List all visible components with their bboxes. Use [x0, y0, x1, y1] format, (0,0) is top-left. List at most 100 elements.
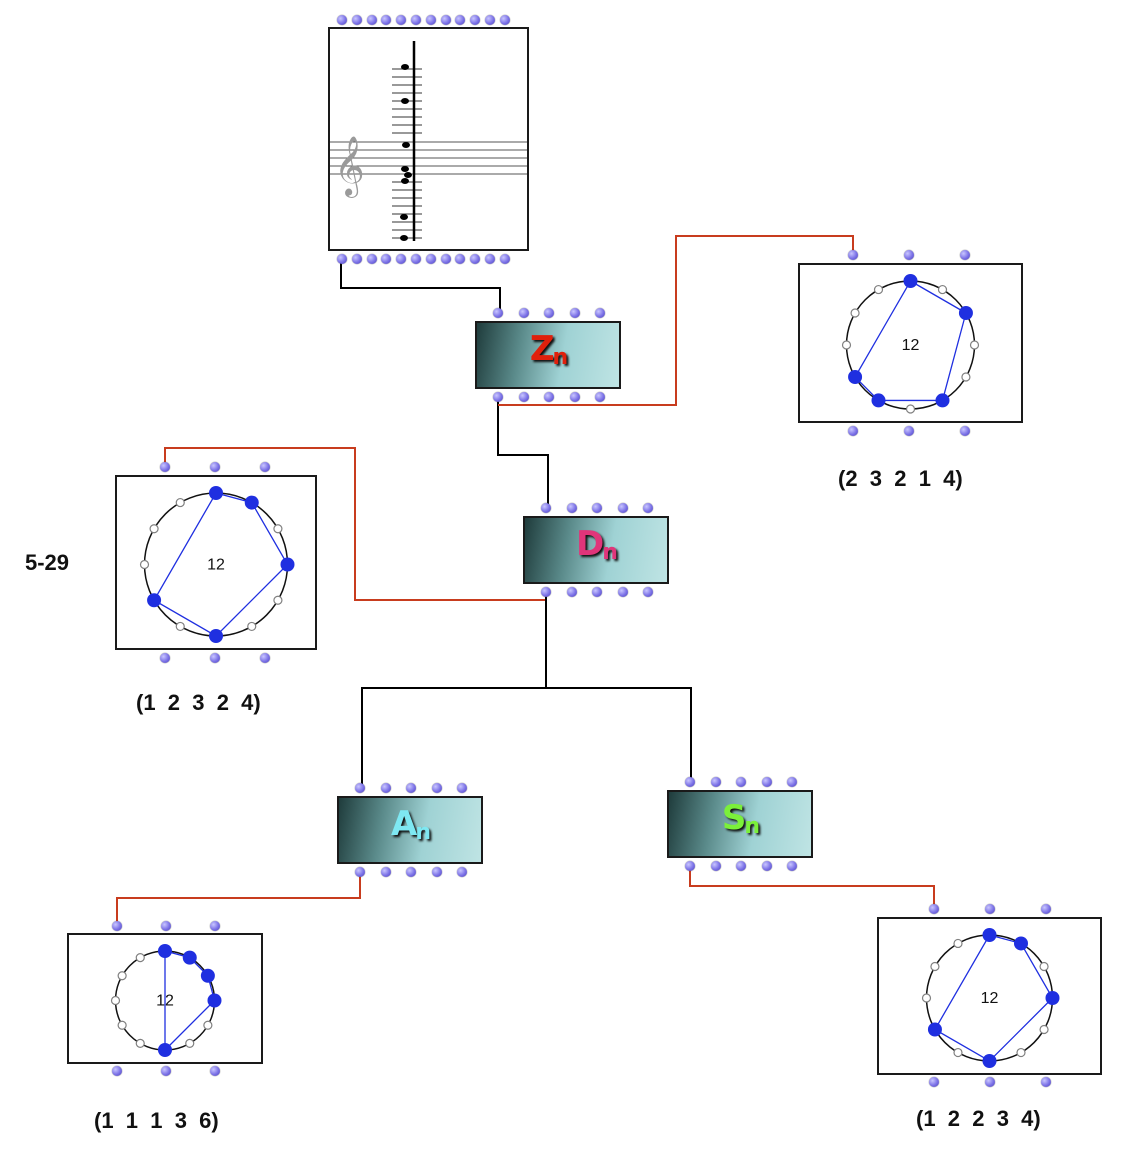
sn-inlet[interactable]	[736, 777, 746, 787]
score-inlet[interactable]	[366, 15, 377, 25]
clock-zn-inlet[interactable]	[848, 250, 858, 260]
clock-zn-outlet[interactable]	[848, 426, 858, 436]
clock-box-zn[interactable]: 12	[798, 263, 1023, 423]
an-outlet[interactable]	[355, 867, 365, 877]
sn-outlet[interactable]	[736, 861, 746, 871]
score-outlet[interactable]	[366, 254, 377, 264]
score-inlet[interactable]	[455, 15, 466, 25]
wire-score-to-zn[interactable]	[340, 262, 501, 314]
an-inlet[interactable]	[380, 783, 391, 793]
dn-outlet[interactable]	[566, 587, 577, 597]
sn-inlet[interactable]	[710, 777, 721, 787]
zn-outlet[interactable]	[569, 392, 580, 402]
score-outlet[interactable]	[440, 254, 451, 264]
zn-inlet[interactable]	[493, 308, 503, 318]
an-outlet[interactable]	[431, 867, 442, 877]
clock-zn-outlet[interactable]	[904, 426, 914, 436]
score-inlet[interactable]	[485, 15, 495, 25]
clock-dn-inlet[interactable]	[160, 462, 170, 472]
clock-zn-inlet[interactable]	[904, 250, 914, 260]
wire-dn-to-an[interactable]	[361, 596, 547, 786]
dn-inlet[interactable]	[566, 503, 577, 513]
clock-zn-inlet[interactable]	[960, 250, 970, 260]
clock-dn-outlet[interactable]	[160, 653, 170, 663]
clock-dn-inlet[interactable]	[260, 462, 270, 472]
an-inlet[interactable]	[431, 783, 442, 793]
zn-outlet[interactable]	[493, 392, 503, 402]
zn-outlet[interactable]	[544, 392, 554, 402]
score-inlet[interactable]	[396, 15, 407, 25]
zn-inlet[interactable]	[595, 308, 605, 318]
clock-box-an[interactable]: 12	[67, 933, 263, 1064]
clock-dn-outlet[interactable]	[260, 653, 270, 663]
clock-sn-inlet[interactable]	[1041, 904, 1051, 914]
score-inlet[interactable]	[440, 15, 451, 25]
zn-inlet[interactable]	[518, 308, 529, 318]
clock-box-sn[interactable]: 12	[877, 917, 1102, 1075]
score-inlet[interactable]	[470, 15, 481, 25]
clock-an-outlet[interactable]	[161, 1066, 171, 1076]
score-outlet[interactable]	[470, 254, 481, 264]
sn-inlet[interactable]	[787, 777, 797, 787]
zn-inlet[interactable]	[569, 308, 580, 318]
clock-an-inlet[interactable]	[112, 921, 122, 931]
clock-an-inlet[interactable]	[210, 921, 220, 931]
score-inlet[interactable]	[411, 15, 421, 25]
dn-outlet[interactable]	[643, 587, 653, 597]
sn-inlet[interactable]	[685, 777, 695, 787]
score-outlet[interactable]	[337, 254, 347, 264]
score-outlet[interactable]	[485, 254, 495, 264]
score-outlet[interactable]	[411, 254, 421, 264]
an-inlet[interactable]	[457, 783, 467, 793]
score-outlet[interactable]	[455, 254, 466, 264]
sn-outlet[interactable]	[710, 861, 721, 871]
score-inlet[interactable]	[337, 15, 347, 25]
dn-inlet[interactable]	[592, 503, 602, 513]
clock-sn-outlet[interactable]	[985, 1077, 995, 1087]
an-inlet[interactable]	[355, 783, 365, 793]
score-outlet[interactable]	[499, 254, 510, 264]
dn-outlet[interactable]	[541, 587, 551, 597]
sn-operator-box[interactable]: Sn	[667, 790, 813, 858]
sn-outlet[interactable]	[685, 861, 695, 871]
wire-dn-to-sn[interactable]	[546, 687, 692, 780]
score-inlet[interactable]	[381, 15, 392, 25]
clock-sn-outlet[interactable]	[929, 1077, 939, 1087]
score-outlet[interactable]	[351, 254, 362, 264]
clock-sn-outlet[interactable]	[1041, 1077, 1051, 1087]
clock-an-inlet[interactable]	[161, 921, 171, 931]
zn-operator-box[interactable]: Zn	[475, 321, 621, 389]
zn-outlet[interactable]	[518, 392, 529, 402]
clock-sn-inlet[interactable]	[985, 904, 995, 914]
wire-dn-to-clock[interactable]	[164, 447, 546, 601]
an-outlet[interactable]	[457, 867, 467, 877]
chord-score-box[interactable]: 𝄞	[328, 27, 529, 251]
an-outlet[interactable]	[406, 867, 416, 877]
wire-zn-to-clock[interactable]	[498, 235, 854, 406]
zn-inlet[interactable]	[544, 308, 554, 318]
score-inlet[interactable]	[499, 15, 510, 25]
wire-sn-to-clock[interactable]	[689, 870, 935, 906]
dn-inlet[interactable]	[541, 503, 551, 513]
dn-outlet[interactable]	[592, 587, 602, 597]
sn-outlet[interactable]	[787, 861, 797, 871]
an-outlet[interactable]	[380, 867, 391, 877]
clock-box-dn[interactable]: 12	[115, 475, 317, 650]
dn-inlet[interactable]	[617, 503, 628, 513]
clock-dn-outlet[interactable]	[210, 653, 220, 663]
sn-outlet[interactable]	[761, 861, 772, 871]
score-outlet[interactable]	[396, 254, 407, 264]
sn-inlet[interactable]	[761, 777, 772, 787]
score-inlet[interactable]	[425, 15, 436, 25]
dn-inlet[interactable]	[643, 503, 653, 513]
clock-dn-inlet[interactable]	[210, 462, 220, 472]
an-operator-box[interactable]: An	[337, 796, 483, 864]
score-outlet[interactable]	[381, 254, 392, 264]
clock-an-outlet[interactable]	[210, 1066, 220, 1076]
clock-zn-outlet[interactable]	[960, 426, 970, 436]
wire-zn-to-dn[interactable]	[497, 398, 549, 508]
score-inlet[interactable]	[351, 15, 362, 25]
clock-an-outlet[interactable]	[112, 1066, 122, 1076]
dn-outlet[interactable]	[617, 587, 628, 597]
wire-an-to-clock[interactable]	[116, 876, 361, 924]
